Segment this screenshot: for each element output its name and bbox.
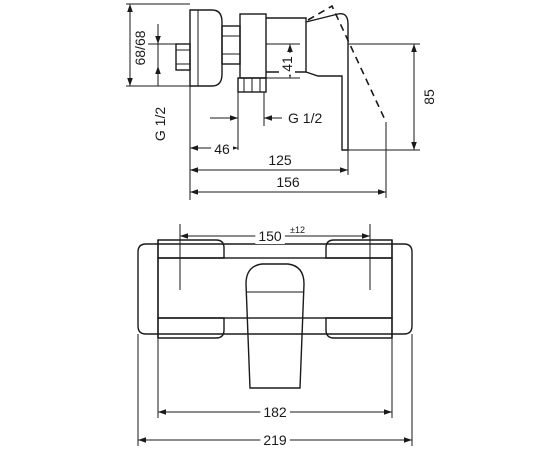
side-inlet-connector bbox=[175, 43, 191, 71]
front-right-flange bbox=[325, 239, 393, 259]
label-backing bbox=[255, 228, 285, 244]
dim-85-label: 85 bbox=[421, 89, 437, 105]
label-backing bbox=[421, 86, 437, 108]
front-inner-panel bbox=[157, 257, 393, 319]
label-backing bbox=[279, 53, 295, 75]
side-mixer-body bbox=[239, 13, 267, 79]
label-backing bbox=[211, 141, 233, 157]
label-backing bbox=[260, 404, 290, 420]
label-backing bbox=[265, 152, 295, 168]
dim-219-label: 219 bbox=[263, 432, 287, 448]
label-backing bbox=[273, 174, 303, 190]
front-wall-plate bbox=[137, 243, 413, 335]
dim-182-label: 182 bbox=[263, 404, 287, 420]
front-view: 150 ±12 182 219 bbox=[137, 224, 413, 448]
dim-g12-right-label: G 1/2 bbox=[288, 110, 322, 126]
side-lever bbox=[305, 13, 349, 151]
side-lever-open-position bbox=[307, 4, 387, 123]
front-left-flange bbox=[157, 239, 225, 259]
side-view: 68/68 G 1/2 41 G 1/2 85 46 125 156 bbox=[126, 3, 437, 200]
side-wall-plate bbox=[189, 9, 223, 87]
label-backing bbox=[132, 27, 148, 69]
label-backing bbox=[152, 103, 168, 145]
dim-41-label: 41 bbox=[279, 56, 295, 72]
label-backing bbox=[285, 110, 326, 126]
front-lever bbox=[245, 263, 305, 389]
side-union-nut bbox=[221, 25, 241, 65]
label-backing bbox=[260, 432, 290, 448]
dim-150-label: 150 bbox=[258, 228, 282, 244]
dim-125-label: 125 bbox=[268, 152, 292, 168]
dim-68-68-label: 68/68 bbox=[132, 30, 148, 65]
dim-g12-left-label: G 1/2 bbox=[152, 107, 168, 141]
dim-156-label: 156 bbox=[276, 174, 300, 190]
dim-150-tolerance: ±12 bbox=[290, 225, 305, 235]
dim-46-label: 46 bbox=[214, 141, 230, 157]
